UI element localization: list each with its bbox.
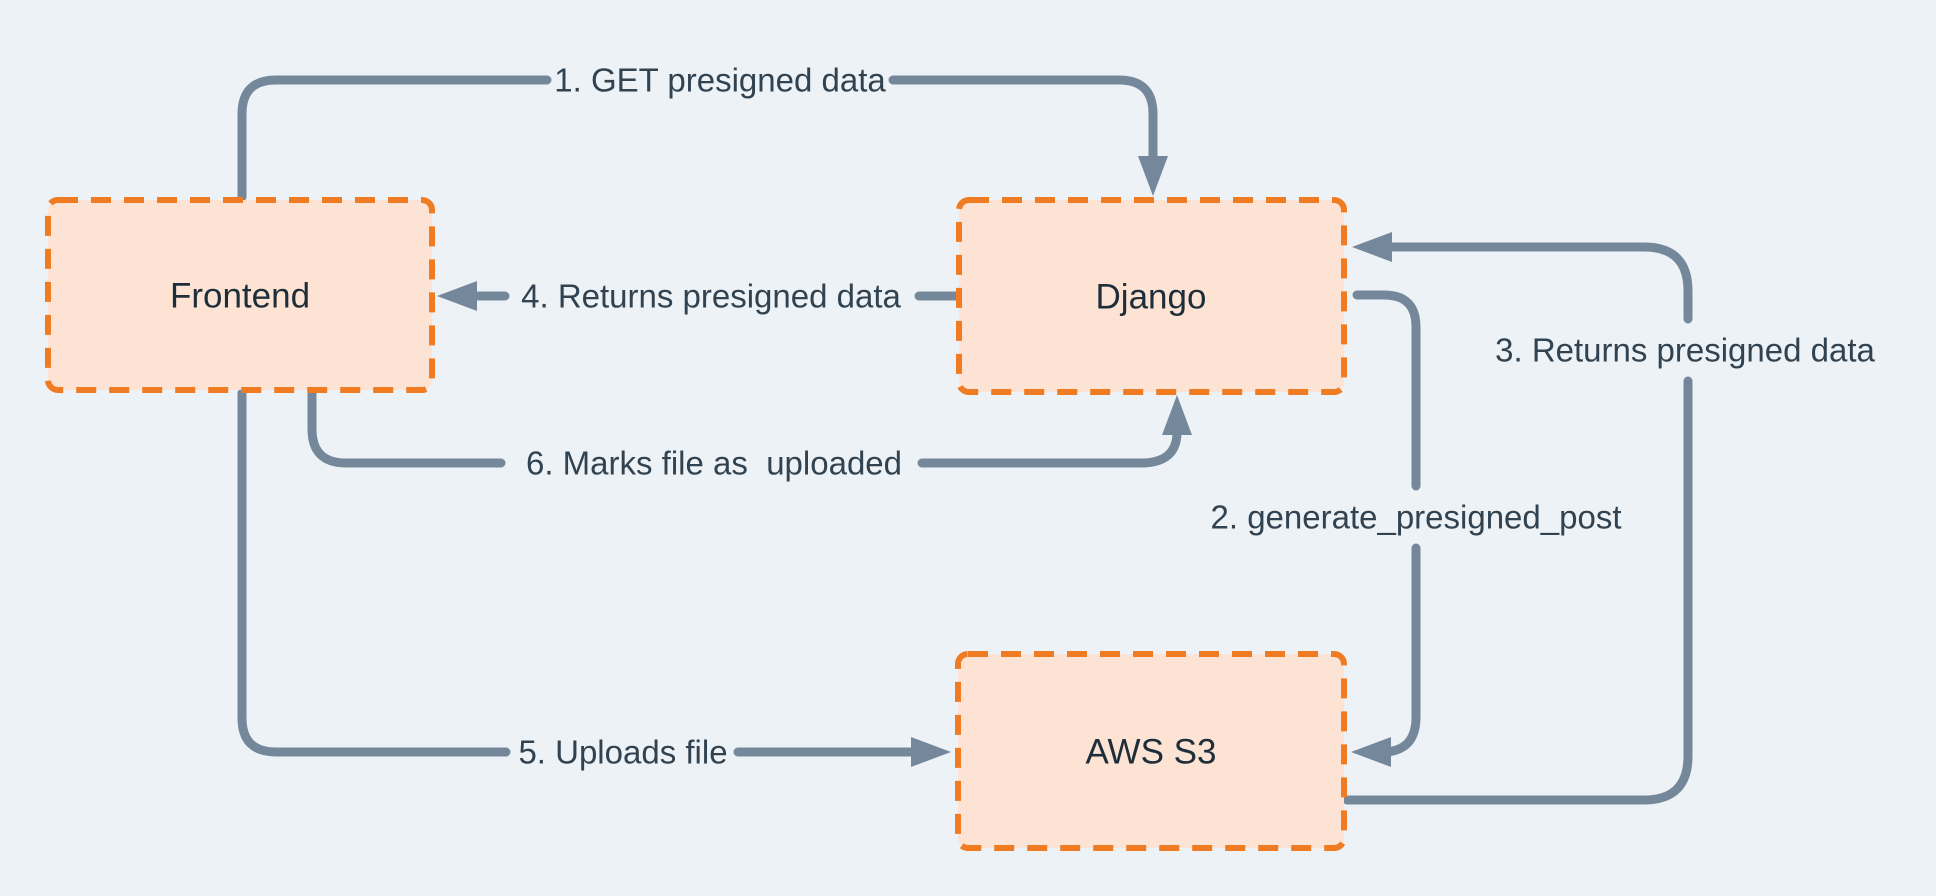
edge-2-line-bottom [1377,543,1421,757]
edge-1-label: 1. GET presigned data [554,62,886,99]
node-aws-s3: AWS S3 [955,651,1347,851]
edge-6-arrowhead-up-icon [1162,395,1192,435]
node-frontend: Frontend [45,197,435,393]
edge-generate-presigned-post: 2. generate_presigned_post [1211,290,1622,767]
edge-2-arrowhead-left-icon [1351,737,1391,767]
edge-marks-file-uploaded: 6. Marks file as uploaded [307,388,1192,482]
edge-3-line-top [1386,242,1693,324]
edge-2-label: 2. generate_presigned_post [1211,499,1622,536]
edge-5-line-left [237,388,511,757]
edge-3-arrowhead-left-icon [1352,232,1392,262]
edge-1-line-right [888,75,1158,161]
node-django: Django [956,197,1347,395]
edge-returns-presigned-data-to-frontend: 4. Returns presigned data [437,278,961,315]
edge-4-arrowhead-left-icon [437,281,477,311]
edge-6-line-left [307,388,506,468]
node-frontend-box [45,197,435,393]
edge-2-line-top [1352,290,1421,491]
edge-5-arrowhead-right-icon [911,737,951,767]
edge-1-arrowhead-down-icon [1138,156,1168,196]
edge-returns-presigned-data-to-django: 3. Returns presigned data [1342,232,1876,805]
edge-6-label: 6. Marks file as uploaded [526,445,902,482]
edge-get-presigned-data: 1. GET presigned data [237,62,1168,202]
edge-1-line-left [237,75,552,202]
node-aws-s3-label: AWS S3 [1086,733,1217,772]
node-django-label: Django [1096,278,1207,317]
edge-6-line-right [917,427,1182,468]
edge-4-label: 4. Returns presigned data [521,278,901,315]
edge-uploads-file: 5. Uploads file [237,388,951,771]
node-aws-s3-box [955,651,1347,851]
node-django-box [956,197,1347,395]
edge-3-line-bottom [1342,376,1693,805]
edge-3-label: 3. Returns presigned data [1495,332,1875,369]
edge-5-label: 5. Uploads file [518,734,727,771]
node-frontend-label: Frontend [170,277,310,316]
